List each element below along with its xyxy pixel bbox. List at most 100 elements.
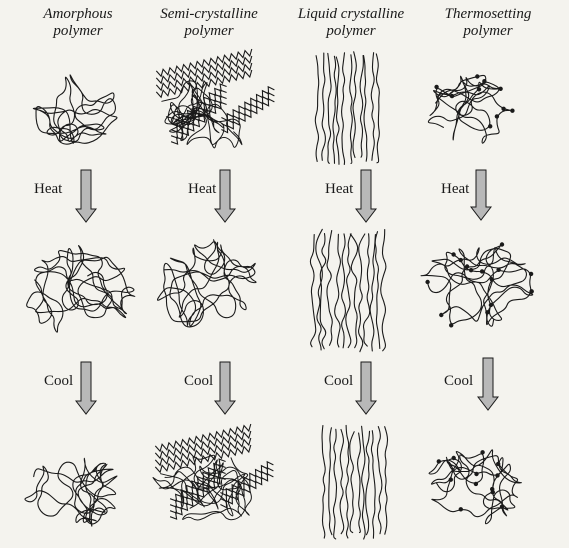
amorphous-initial-coil [32, 74, 118, 145]
crosslink-point [489, 277, 494, 282]
crosslink-point [473, 481, 479, 487]
crosslink-point [458, 507, 463, 512]
semi-crystalline-initial-crystalline-lamella [170, 89, 227, 133]
crosslink-point [528, 271, 534, 277]
liquid-crystalline-melt-chains [326, 230, 333, 346]
cool-arrow-liquid-crystalline [354, 361, 378, 415]
thermosetting-cooled-network [428, 449, 522, 525]
crosslink-point [495, 473, 500, 478]
crosslink-point [488, 302, 494, 308]
liquid-crystalline-ordered-chains [321, 52, 326, 161]
liquid-crystalline-melt-chains [319, 233, 327, 350]
column-title-thermosetting: Thermosetting polymer [444, 6, 532, 39]
semi-crystalline-initial-crystalline-lamella [155, 69, 253, 99]
semi-crystalline-initial-crystalline-lamella [155, 48, 253, 78]
semi-crystalline-cooled-crystalline-lamella [154, 430, 252, 460]
cool-label-thermosetting: Cool [444, 373, 474, 389]
heat-label-amorphous: Heat [34, 181, 63, 197]
liquid-crystalline-ordered-chains [332, 55, 337, 164]
semi-crystalline-cooled-crystalline-lamella [220, 472, 274, 509]
liquid-crystalline-cooled-chains [370, 430, 376, 539]
crosslink-point [510, 108, 515, 113]
heat-label-liquid-crystalline: Heat [325, 181, 354, 197]
liquid-crystalline-cooled-chains [376, 426, 383, 535]
liquid-crystalline-melt-chains [362, 233, 371, 347]
liquid-crystalline-cooled-chains [365, 430, 371, 536]
amorphous-cooled-coil [24, 457, 118, 527]
thermosetting-initial-network [427, 74, 511, 144]
heat-arrow-thermosetting [469, 169, 493, 221]
thermosetting-heated-network [420, 245, 534, 327]
crosslink-point [464, 264, 470, 269]
liquid-crystalline-cooled-chains [349, 431, 355, 534]
liquid-crystalline-melt-chains [369, 234, 376, 352]
semi-crystalline-initial-crystalline-lamella [221, 97, 275, 134]
liquid-crystalline-cooled-chains [345, 424, 350, 539]
heat-arrow-amorphous [74, 169, 98, 223]
crosslink-point [499, 504, 505, 509]
cool-label-amorphous: Cool [44, 373, 74, 389]
crosslink-point [448, 477, 453, 482]
column-title-liquid-crystalline: Liquid crystalline polymer [297, 6, 405, 39]
crosslink-point [496, 267, 501, 272]
cool-arrow-amorphous [74, 361, 98, 415]
liquid-crystalline-melt-chains [309, 233, 317, 348]
semi-crystalline-initial-crystalline-lamella [221, 85, 275, 122]
liquid-crystalline-cooled-chains [339, 428, 345, 535]
crosslink-point [529, 289, 534, 294]
semi-crystalline-cooled-crystalline-lamella [169, 458, 226, 502]
column-title-amorphous: Amorphous polymer [43, 6, 113, 39]
heat-label-semi-crystalline: Heat [188, 181, 217, 197]
crosslink-point [480, 450, 485, 455]
semi-crystalline-melt-coil [156, 239, 257, 328]
crosslink-point [479, 269, 485, 274]
semi-crystalline-cooled-crystalline-lamella [220, 460, 274, 497]
liquid-crystalline-ordered-chains [375, 53, 380, 164]
liquid-crystalline-melt-chains [315, 228, 323, 351]
crosslink-point [436, 459, 441, 464]
crosslink-point [490, 490, 495, 495]
liquid-crystalline-melt-chains [358, 233, 366, 353]
liquid-crystalline-cooled-chains [361, 425, 366, 540]
crosslink-point [499, 242, 505, 247]
heat-arrow-semi-crystalline [213, 169, 237, 223]
crosslink-point [498, 86, 503, 92]
crosslink-point [496, 461, 501, 467]
crosslink-point [501, 106, 506, 112]
crosslink-point [425, 279, 430, 285]
semi-crystalline-initial-crystalline-lamella [170, 101, 227, 145]
semi-crystalline-cooled-crystalline-lamella [220, 466, 274, 503]
crosslink-point [451, 455, 456, 461]
semi-crystalline-cooled-crystalline-lamella [169, 470, 226, 514]
semi-crystalline-cooled-crystalline-lamella [154, 437, 252, 467]
liquid-crystalline-melt-chains [349, 233, 359, 349]
liquid-crystalline-ordered-chains [359, 54, 364, 158]
crosslink-point [439, 312, 444, 318]
semi-crystalline-cooled-crystalline-lamella [154, 444, 252, 474]
crosslink-point [494, 114, 500, 119]
crosslink-point [485, 310, 490, 315]
liquid-crystalline-melt-chains [341, 233, 346, 349]
liquid-crystalline-ordered-chains [341, 52, 346, 165]
crosslink-point [474, 471, 479, 477]
cool-arrow-thermosetting [476, 357, 500, 411]
semi-crystalline-initial-crystalline-lamella [170, 83, 227, 127]
liquid-crystalline-cooled-chains [328, 427, 333, 536]
semi-crystalline-cooled-amorphous-chains [152, 454, 249, 510]
liquid-crystalline-ordered-chains [327, 52, 332, 164]
crosslink-point [458, 257, 463, 263]
semi-crystalline-initial-crystalline-lamella [170, 95, 227, 139]
liquid-crystalline-ordered-chains [349, 54, 353, 164]
semi-crystalline-cooled-crystalline-lamella [154, 423, 252, 453]
crosslink-point [434, 84, 439, 90]
liquid-crystalline-ordered-chains [363, 55, 368, 162]
liquid-crystalline-melt-chains [374, 231, 381, 350]
semi-crystalline-initial-crystalline-lamella [155, 55, 253, 85]
liquid-crystalline-melt-chains [334, 233, 341, 348]
liquid-crystalline-ordered-chains [335, 56, 340, 165]
liquid-crystalline-cooled-chains [321, 425, 326, 539]
liquid-crystalline-cooled-chains [357, 432, 361, 534]
semi-crystalline-initial-crystalline-lamella [221, 91, 275, 128]
semi-crystalline-cooled-crystalline-lamella [169, 476, 226, 520]
column-title-semi-crystalline: Semi-crystalline polymer [160, 6, 258, 39]
